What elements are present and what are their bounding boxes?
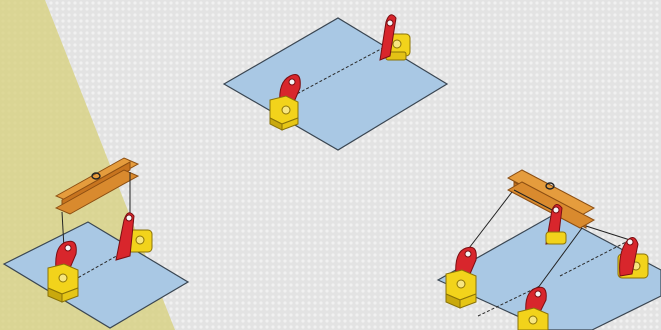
clamp-pivot [528, 315, 538, 325]
scene-four-clamps-with-spreader-beam [436, 169, 661, 330]
clamp-lever [379, 14, 397, 61]
clamp-jaw [61, 287, 79, 303]
plate-clamp [517, 286, 549, 330]
clamp-pivot [392, 39, 402, 49]
plate-clamp [379, 14, 411, 61]
beam-bottom-flange [54, 169, 140, 215]
clamp-lever [115, 212, 135, 261]
clamp-shackle-eye [386, 19, 394, 27]
plate-centre-line [477, 285, 541, 317]
clamp-shackle-eye [64, 244, 72, 252]
plate-centre-line [559, 239, 631, 277]
plate-clamp [545, 204, 567, 245]
clamp-pivot [135, 235, 145, 245]
clamp-pivot [456, 279, 466, 289]
clamp-shackle-eye [626, 238, 634, 246]
beam-lifting-eye [91, 172, 101, 180]
clamp-jaw [281, 117, 299, 131]
plate-clamp [445, 246, 477, 309]
clamp-body [545, 231, 567, 245]
lifting-chain [585, 225, 631, 241]
steel-plate [2, 221, 190, 329]
plate-clamp [47, 240, 79, 303]
clamp-shackle-eye [125, 214, 133, 222]
spreader-beam [54, 157, 140, 215]
plate-clamp [617, 237, 649, 279]
plate-clamp [269, 74, 301, 131]
lifting-chain [531, 227, 583, 297]
clamp-lever [619, 237, 639, 277]
scene-two-clamps-with-spreader-beam [2, 157, 190, 329]
clamp-shackle-eye [534, 290, 542, 298]
beam-lifting-eye [545, 182, 555, 190]
clamp-shackle-eye [288, 78, 296, 86]
lifting-chain [61, 211, 65, 249]
lifting-chain [513, 189, 557, 213]
lifting-chain [465, 191, 513, 253]
scene-two-clamps-on-plate [222, 14, 449, 151]
clamp-pivot [58, 273, 68, 283]
clamp-shackle-eye [464, 250, 472, 258]
plate-centre-line [292, 41, 395, 97]
clamp-pivot [281, 105, 291, 115]
clamp-shackle-eye [552, 206, 560, 214]
spreader-beam [506, 169, 596, 229]
plate-centre-line [73, 253, 121, 281]
clamp-jaw [459, 293, 477, 309]
plate-clamp [115, 212, 153, 261]
